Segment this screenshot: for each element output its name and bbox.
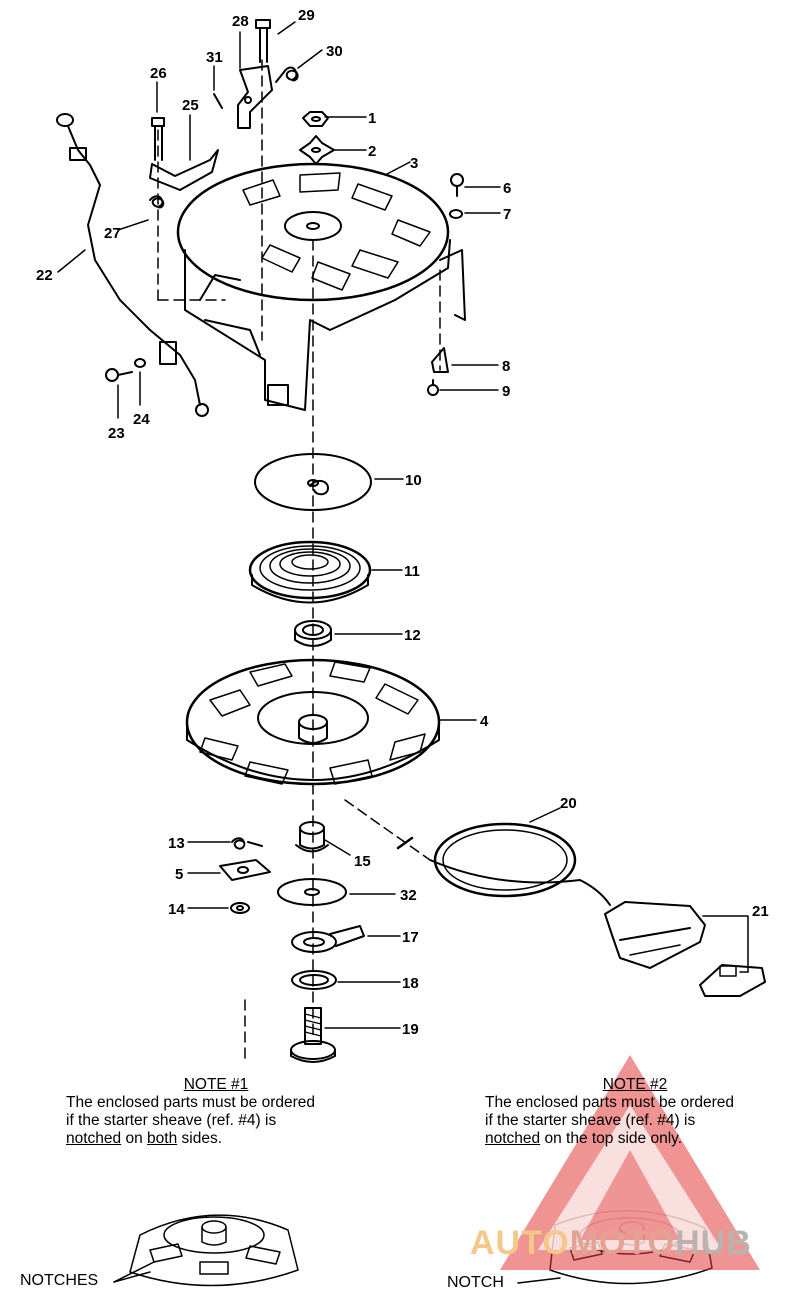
callout-8: 8 [502, 358, 510, 375]
detail-label-notch: NOTCH [447, 1274, 504, 1291]
starter-housing [176, 162, 466, 411]
pawl-spring-13 [231, 837, 263, 850]
lock-lever-assembly [149, 117, 219, 209]
watermark-logo [500, 1055, 760, 1270]
pawl-5 [219, 859, 271, 881]
callout-31: 31 [206, 49, 223, 66]
spring-plate [254, 453, 372, 511]
note-1-title: NOTE #1 [183, 1076, 249, 1093]
callout-numbers: 1 2 3 4 5 6 7 8 9 10 11 12 13 14 15 17 1… [36, 7, 769, 1038]
detail-notches-both-sides [129, 1214, 299, 1287]
rewind-spring [248, 540, 372, 604]
callout-25: 25 [182, 97, 199, 114]
callout-28: 28 [232, 13, 249, 30]
callout-7: 7 [503, 206, 511, 223]
pawl-spring [275, 66, 299, 83]
callout-15: 15 [354, 853, 371, 870]
pawl-bracket [237, 65, 273, 129]
callout-26: 26 [150, 65, 167, 82]
callout-18: 18 [402, 975, 419, 992]
callout-32: 32 [400, 887, 417, 904]
pawl-bolt [255, 19, 271, 63]
callout-4: 4 [480, 713, 489, 730]
washer-7 [449, 209, 463, 219]
stop-cable [56, 113, 209, 417]
note-2: NOTE #2 The enclosed parts must be order… [485, 1076, 785, 1148]
washer-14 [230, 902, 250, 914]
hub-bushing [295, 821, 329, 853]
note-2-title: NOTE #2 [602, 1076, 668, 1093]
cable-clamp-screw [105, 358, 146, 382]
star-washer [299, 135, 335, 165]
note-1-line-2: if the starter sheave (ref. #4) is [66, 1112, 277, 1129]
callout-14: 14 [168, 901, 185, 918]
friction-plate [277, 878, 347, 906]
note-2-line-1: The enclosed parts must be ordered [485, 1094, 734, 1111]
callout-11: 11 [404, 563, 420, 580]
note-2-line-2: if the starter sheave (ref. #4) is [485, 1112, 696, 1129]
callout-13: 13 [168, 835, 185, 852]
callout-5: 5 [175, 866, 183, 883]
callout-27: 27 [104, 225, 121, 242]
starter-sheave [185, 658, 441, 786]
callout-21: 21 [752, 903, 769, 920]
watermark-text: AUTOMOTOHUB [470, 1224, 752, 1262]
callout-23: 23 [108, 425, 125, 442]
callout-9: 9 [502, 383, 510, 400]
callout-17: 17 [402, 929, 419, 946]
rope-guide-line [344, 799, 431, 861]
detail-label-notches: NOTCHES [20, 1272, 99, 1289]
retainer-nut [302, 111, 329, 127]
screw-9 [427, 379, 439, 396]
starter-rope [396, 822, 611, 906]
screw-6 [450, 173, 464, 197]
note-1-line-3: notched on both sides. [66, 1130, 223, 1147]
callout-24: 24 [133, 411, 150, 428]
callout-19: 19 [402, 1021, 419, 1038]
sheave-bolt [290, 1007, 336, 1063]
brake-link [291, 925, 365, 953]
callout-6: 6 [503, 180, 511, 197]
callout-3: 3 [410, 155, 418, 172]
sheave-bushing [294, 620, 332, 647]
callout-30: 30 [326, 43, 343, 60]
note-1-line-1: The enclosed parts must be ordered [66, 1094, 315, 1111]
starter-handle [604, 901, 766, 997]
bracket-8 [431, 347, 449, 373]
callout-29: 29 [298, 7, 315, 24]
callout-1: 1 [368, 110, 376, 127]
callout-12: 12 [404, 627, 421, 644]
callout-2: 2 [368, 143, 376, 160]
note-2-line-3: notched on the top side only. [485, 1130, 683, 1147]
callout-20: 20 [560, 795, 577, 812]
callout-22: 22 [36, 267, 53, 284]
roll-pin [213, 93, 223, 109]
wave-washer [291, 970, 337, 990]
callout-10: 10 [405, 472, 422, 489]
note-1: NOTE #1 The enclosed parts must be order… [66, 1076, 366, 1148]
